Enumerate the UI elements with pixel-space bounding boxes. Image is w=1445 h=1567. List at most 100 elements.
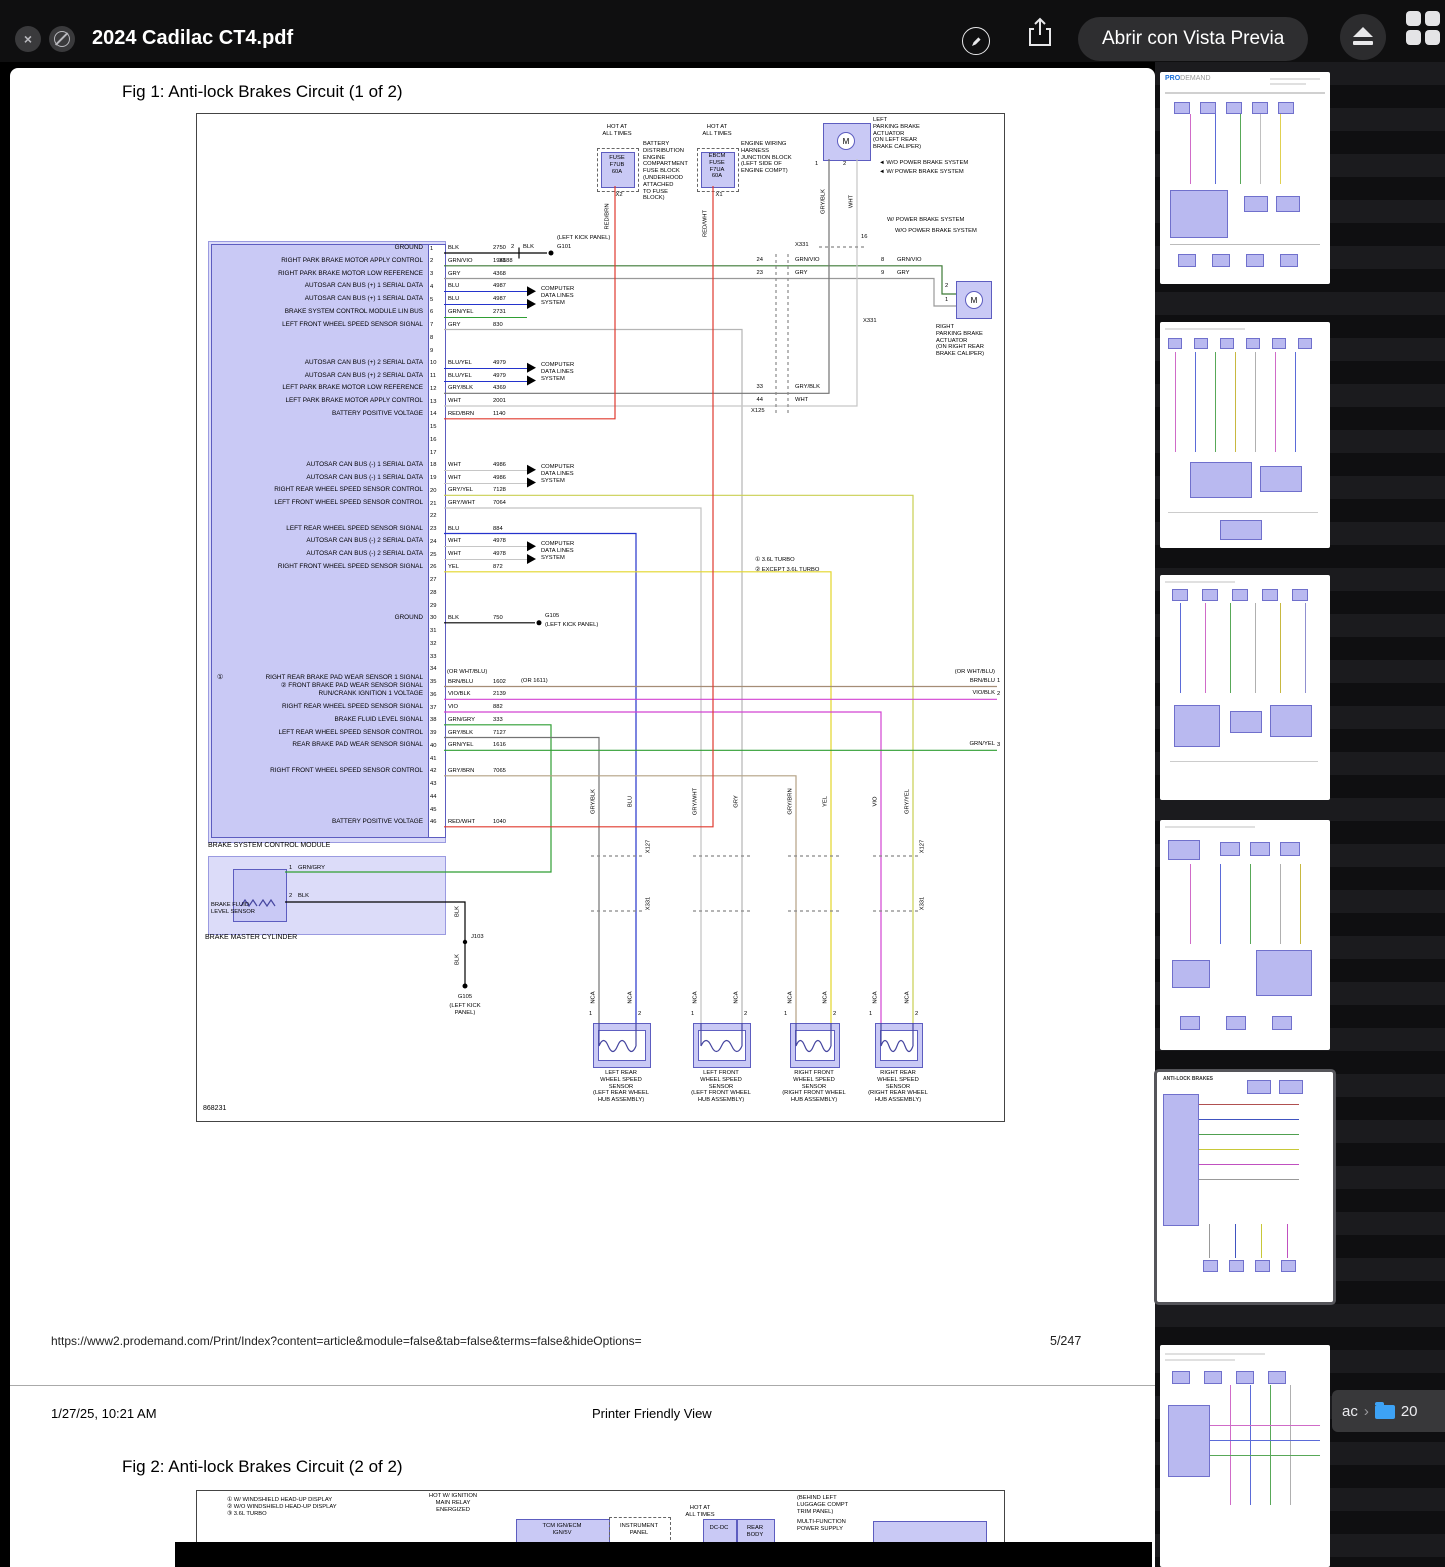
chevron-right-icon: › [1363,1402,1369,1420]
pin-number: 15 [430,424,437,430]
pin-signal-label: GROUND [394,613,423,621]
pin-signal-label: LEFT PARK BRAKE MOTOR APPLY CONTROL [285,397,423,404]
pin-signal-label: LEFT FRONT WHEEL SPEED SENSOR CONTROL [274,499,423,506]
module-label: BRAKE SYSTEM CONTROL MODULE [208,842,331,849]
pin-number: 43 [430,781,437,787]
brake-fluid-level-sensor-box [233,869,287,922]
wire-color-label: GRY/BLK [448,385,474,392]
wire-color-label: GRY [733,795,740,808]
sensor-pin-number: 1 [869,1011,873,1017]
wire-color-label: GRN/VIO [795,257,820,263]
fuse-block-2-outline [697,148,739,192]
wire-color-label: GRY/BLK [820,188,827,215]
computer-data-lines-label: COMPUTER DATA LINES SYSTEM [541,541,575,561]
share-button[interactable] [1026,17,1054,47]
instrument-panel-label: INSTRUMENT PANEL [620,1523,658,1536]
page-thumbnail-2[interactable] [1160,322,1330,548]
share-icon [1029,17,1051,46]
master-cylinder-label: BRAKE MASTER CYLINDER [205,934,298,941]
sensor-pin-number: 1 [589,1011,593,1017]
connector-x331-label: X331 [795,242,809,248]
app-grid-button[interactable] [1406,11,1440,45]
wire-color-label: BLU [627,795,634,808]
fuse-2-description: ENGINE WIRING HARNESS JUNCTION BLOCK (LE… [741,141,792,175]
pin-signal-label: LEFT PARK BRAKE MOTOR LOW REFERENCE [282,384,423,392]
splice-j103-label: J103 [471,934,484,940]
wire-color-label: BLK [523,244,534,250]
pin-number: 41 [430,755,437,762]
page-thumbnail-6[interactable] [1160,1345,1330,1567]
wire-color-label: RED/BRN [604,203,611,230]
computer-data-lines-label: COMPUTER DATA LINES SYSTEM [541,464,575,484]
inline-pin-number: 23 [756,270,763,276]
pin-number: 1 [430,245,434,252]
left-actuator-description: LEFT PARKING BRAKE ACTUATOR (ON LEFT REA… [873,117,921,151]
circuit-number: 7127 [493,729,506,736]
close-button[interactable]: × [15,26,41,52]
page-thumbnail-5-selected[interactable]: ANTI-LOCK BRAKES [1157,1072,1333,1302]
wire-color-label: GRN/GRY [448,716,475,723]
wire-color-label: BRN/BLU [448,678,474,685]
pin-signal-label: ② FRONT BRAKE PAD WEAR SENSOR SIGNAL [280,682,423,689]
open-with-preview-button[interactable]: Abrir con Vista Previa [1078,17,1309,61]
pin-number: 23 [430,526,437,532]
connector-x127-label: X127 [645,839,652,854]
eject-button[interactable] [1340,14,1386,60]
wo-power-brake-label: ◄ W/O POWER BRAKE SYSTEM [879,160,969,166]
circuit-number: 4986 [493,474,506,481]
circuit-number: 830 [493,321,503,328]
circuit-number: 4978 [493,551,506,557]
page-divider [10,1385,1155,1386]
pin-signal-label: AUTOSAR CAN BUS (+) 1 SERIAL DATA [304,295,423,302]
page-thumbnail-4[interactable] [1160,820,1330,1050]
wire-color-label: GRN/GRY [298,865,325,871]
circuit-number: 2731 [493,308,506,315]
inline-pin-number: 16 [861,234,868,240]
nca-label: NCA [733,991,740,1004]
nca-label: NCA [787,991,794,1004]
sensor-pin-number: 1 [289,865,293,871]
pin-signal-label: RUN/CRANK IGNITION 1 VOLTAGE [318,690,423,698]
page-thumbnail-1[interactable]: PRODEMAND [1160,72,1330,284]
wire-color-label: GRN/VIO [448,257,473,264]
pin-number: 45 [430,806,437,813]
sensor-pin-number: 2 [744,1011,748,1017]
actuator-pin-number: 2 [945,283,949,289]
fuse-2-label: EBCM FUSE F7UA 60A [708,153,726,180]
page-bottom-band [175,1542,1152,1567]
page-thumbnail-3[interactable] [1160,575,1330,800]
pin-number: 14 [430,411,437,418]
connector-x331-label: X331 [919,896,926,911]
page2-date: 1/27/25, 10:21 AM [51,1406,157,1421]
pin-signal-label: LEFT REAR WHEEL SPEED SENSOR CONTROL [278,728,423,736]
wire-color-label: BLU/YEL [448,359,472,366]
nca-label: NCA [872,991,879,1004]
wire-color-label: BRN/BLU [969,678,995,684]
pdf-page[interactable]: Fig 1: Anti-lock Brakes Circuit (1 of 2)… [10,68,1155,1567]
wire-color-label: GRY/BLK [448,729,474,736]
markup-button[interactable] [962,27,990,55]
block-button[interactable] [49,26,75,52]
motor-icon: M [965,291,983,309]
circuit-number: 1616 [493,742,506,749]
connector-x331-label: X331 [863,318,877,324]
pin-number: 46 [430,819,437,826]
circuit-number: 4368 [493,270,506,277]
pin-number: 10 [430,360,437,367]
pin-signal-label: BATTERY POSITIVE VOLTAGE [331,409,423,417]
wire-color-label: BLU [448,283,460,290]
circuit-number: 4979 [493,372,506,379]
nca-label: NCA [822,991,829,1004]
circuit-number: 750 [493,614,503,621]
pin-number: 9 [430,347,434,354]
wire-color-label: VIO/BLK [448,691,471,698]
fuse-2-box [701,152,735,188]
pin-signal-label: AUTOSAR CAN BUS (-) 2 SERIAL DATA [306,537,423,545]
pin-number: 8 [430,334,434,341]
breadcrumb[interactable]: ac › 20 [1332,1390,1445,1432]
circuit-number: 2139 [493,691,506,698]
pin-number: 35 [430,679,437,685]
wire-color-label: GRY/BRN [448,767,475,774]
computer-data-lines-label: COMPUTER DATA LINES SYSTEM [541,362,575,382]
